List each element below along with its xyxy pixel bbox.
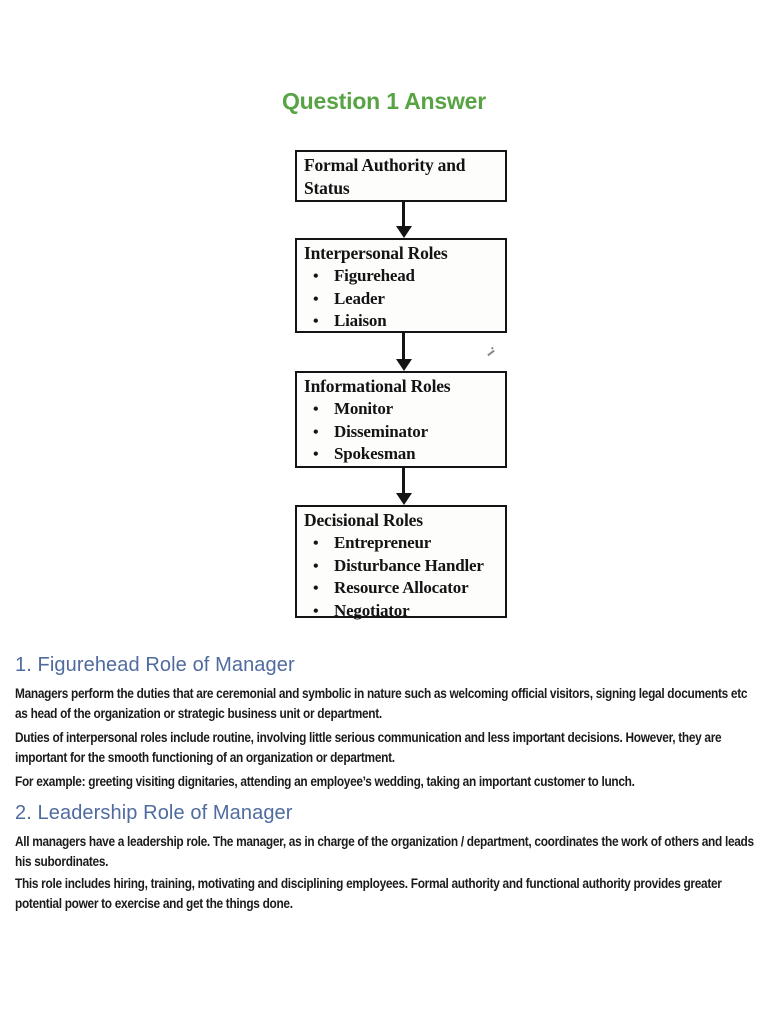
bullet-icon: • bbox=[313, 401, 319, 418]
flow-item-label: Resource Allocator bbox=[334, 578, 469, 597]
flow-item-label: Liaison bbox=[334, 311, 387, 330]
bullet-icon: • bbox=[313, 290, 319, 308]
flow-box-decisional-roles: Decisional Roles • Entrepreneur • Distur… bbox=[295, 505, 507, 620]
scan-noise-mark bbox=[487, 349, 495, 357]
flow-arrow-down-2 bbox=[395, 333, 412, 371]
section-heading-figurehead-role: 1. Figurehead Role of Manager bbox=[15, 654, 295, 676]
flow-item: • Monitor bbox=[297, 398, 505, 421]
bullet-icon: • bbox=[313, 535, 319, 552]
flow-box-formal-authority: Formal Authority and Status bbox=[295, 150, 507, 202]
paragraph-figurehead-1: Managers perform the duties that are cer… bbox=[15, 686, 748, 721]
document-title: Question 1 Answer bbox=[281, 88, 487, 114]
arrow-stem bbox=[401, 333, 406, 359]
bullet-icon: • bbox=[313, 557, 319, 575]
flow-item: • Disturbance Handler bbox=[297, 555, 505, 578]
paragraph-leadership-2: This role includes hiring, training, mot… bbox=[15, 876, 722, 911]
flow-item: • Negotiator bbox=[297, 600, 505, 623]
flow-item: • Liaison bbox=[297, 310, 505, 333]
bullet-icon: • bbox=[313, 602, 319, 620]
flow-item: • Leader bbox=[297, 288, 505, 311]
arrow-head-icon bbox=[395, 359, 412, 371]
flow-item: • Figurehead bbox=[297, 265, 505, 288]
flow-arrow-down-1 bbox=[395, 202, 412, 238]
arrow-head-icon bbox=[395, 493, 412, 505]
section-heading-leadership-role: 2. Leadership Role of Manager bbox=[15, 802, 293, 824]
flow-box-title: Interpersonal Roles bbox=[304, 243, 448, 263]
arrow-head-icon bbox=[395, 226, 412, 238]
flow-item: • Entrepreneur bbox=[297, 532, 505, 555]
paragraph-figurehead-example: For example: greeting visiting dignitari… bbox=[15, 772, 757, 792]
flow-item: • Spokesman bbox=[297, 443, 505, 466]
flow-item-label: Leader bbox=[334, 288, 385, 308]
paragraph-leadership-1: All managers have a leadership role. The… bbox=[15, 834, 754, 869]
bullet-icon: • bbox=[313, 268, 319, 285]
flow-item-label: Entrepreneur bbox=[334, 533, 432, 552]
bullet-icon: • bbox=[313, 423, 319, 441]
arrow-stem bbox=[401, 468, 406, 493]
bullet-icon: • bbox=[313, 580, 319, 597]
flow-box-title: Formal Authority and Status bbox=[304, 155, 466, 198]
flow-item: • Resource Allocator bbox=[297, 577, 505, 600]
example-lead-label: For example: bbox=[15, 774, 86, 789]
example-text: greeting visiting dignitaries, attending… bbox=[85, 774, 635, 789]
arrow-stem bbox=[401, 202, 406, 226]
flow-box-interpersonal-roles: Interpersonal Roles • Figurehead • Leade… bbox=[295, 238, 507, 333]
flow-item-label: Figurehead bbox=[334, 266, 415, 285]
flow-item-label: Negotiator bbox=[334, 600, 410, 620]
flow-box-informational-roles: Informational Roles • Monitor • Dissemin… bbox=[295, 371, 507, 468]
flow-arrow-down-3 bbox=[395, 468, 412, 505]
flow-item-label: Disturbance Handler bbox=[334, 555, 484, 575]
flow-box-title: Informational Roles bbox=[304, 376, 451, 396]
flow-item: • Disseminator bbox=[297, 421, 505, 444]
bullet-icon: • bbox=[313, 313, 319, 330]
bullet-icon: • bbox=[313, 446, 319, 463]
paragraph-figurehead-2: Duties of interpersonal roles include ro… bbox=[15, 730, 722, 765]
flow-item-label: Monitor bbox=[334, 399, 394, 418]
flow-item-label: Disseminator bbox=[334, 421, 428, 441]
flow-box-title: Decisional Roles bbox=[304, 510, 423, 530]
flow-item-label: Spokesman bbox=[334, 444, 416, 463]
